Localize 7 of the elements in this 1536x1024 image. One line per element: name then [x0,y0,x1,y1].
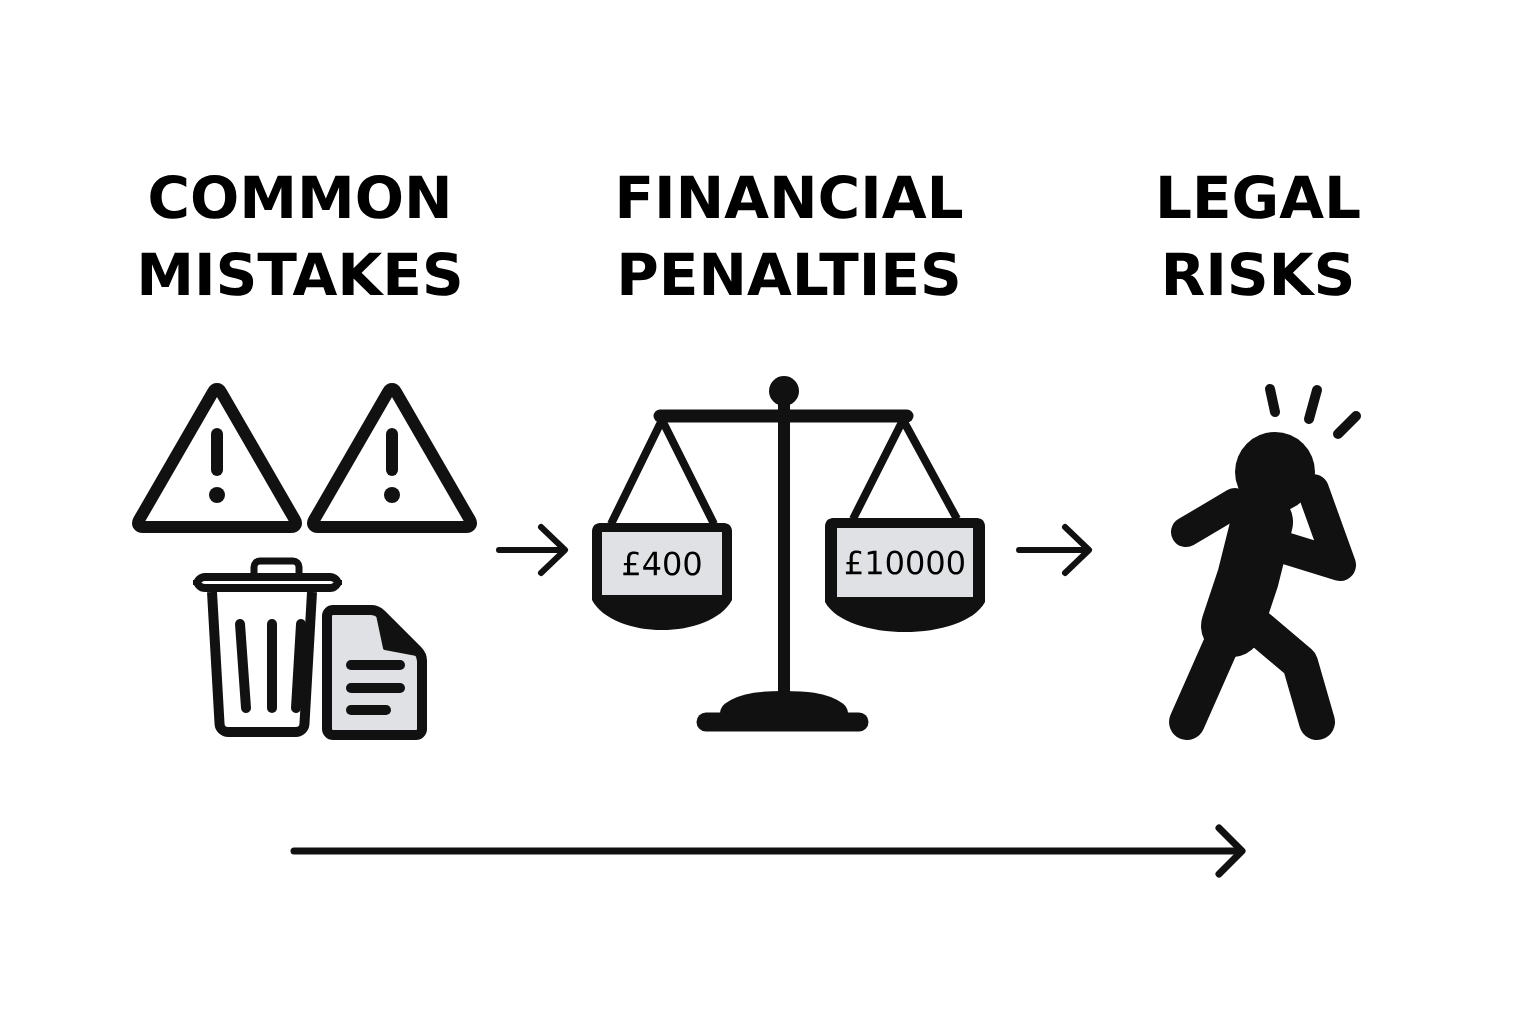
heading: COMMON MISTAKES [141,175,460,296]
scale-pan [592,523,732,630]
heading: FINANCIAL PENALTIES [619,175,962,296]
scale-pan [825,518,985,632]
amount-label: £400 [623,551,701,576]
heading: LEGAL RISKS [1160,175,1360,296]
amount-label: £10000 [845,550,964,575]
